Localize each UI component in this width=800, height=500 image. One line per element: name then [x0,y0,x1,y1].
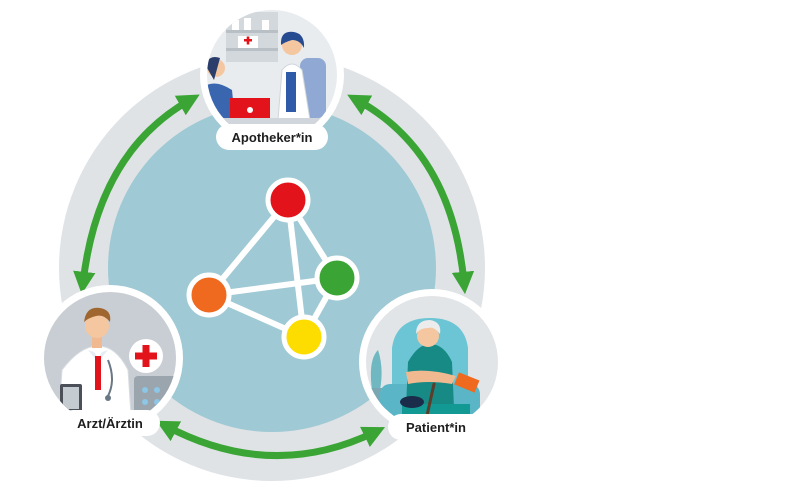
pharmacist-label: Apotheker*in [232,130,313,145]
yellow-dot [281,314,327,360]
doctor-label: Arzt/Ärztin [77,416,143,431]
pharmacist-node: Apotheker*in [200,3,344,150]
orange-dot [186,272,232,318]
patient-node: Patient*in [359,289,505,440]
doctor-illustration [57,307,176,424]
doctor-label-pill [60,410,160,436]
arrow-doctor-patient [156,420,386,459]
pharmacist-label-pill [216,124,328,150]
patient-label-pill [388,414,484,440]
arrow-doctor-pharmacist [73,94,200,295]
arrow-pharmacist-patient [347,94,475,295]
green-dot [314,255,360,301]
patient-label: Patient*in [406,420,466,435]
red-dot [265,177,311,223]
doctor-node: Arzt/Ärztin [37,285,183,436]
